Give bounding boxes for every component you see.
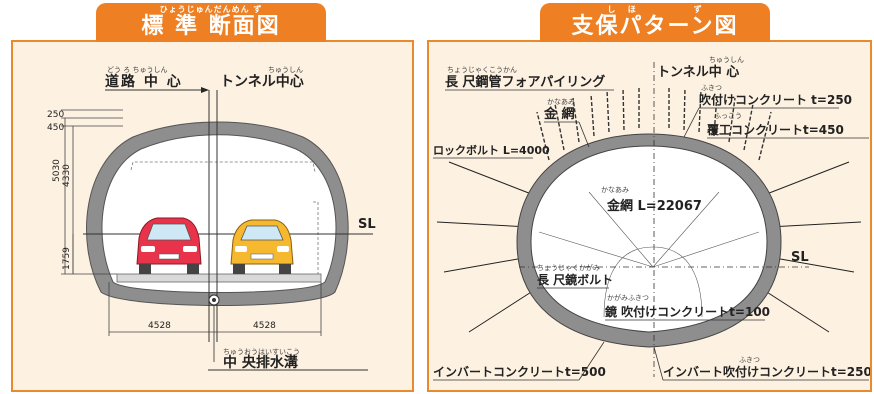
drain-label: 中 央排水溝 — [223, 354, 298, 371]
wire-mesh-label: 金 網 — [543, 106, 575, 122]
dim-4330: 4330 — [62, 164, 72, 187]
invert-shotcrete-ruby: ふきつ — [739, 356, 760, 364]
dim-width-left: 4528 — [148, 321, 171, 331]
shotcrete-label: 吹付けコンクリート t=250 — [699, 92, 852, 107]
dim-5030: 5030 — [52, 159, 62, 182]
sl-label: SL — [358, 217, 376, 232]
face-shotcrete-ruby: かがみふきつ — [607, 293, 649, 302]
support-title-ruby-3: ず — [693, 5, 703, 14]
dim-width-right: 4528 — [253, 321, 276, 331]
invert-label: インバートコンクリートt=500 — [433, 365, 606, 379]
tunnel-lining-inner — [101, 134, 337, 293]
support-pattern-diagram: SL ちょうじゃくこうかん 長 尺鋼管フォアパイリング ちゅうしん トンネル中 … — [433, 56, 870, 381]
forepiling-pipes — [536, 86, 772, 161]
support-pattern-title: 支保パターン図 — [571, 14, 739, 39]
standard-section-diagram: SL 250 450 5030 4330 1759 4528 4528 ど — [47, 66, 376, 371]
steel-pipe-ruby: ちょうじゃくこうかん — [447, 66, 517, 74]
road-center-label: 道路 中 心 — [105, 73, 183, 90]
roadway-slab — [116, 273, 322, 283]
support-sl-label: SL — [791, 250, 809, 265]
dim-250: 250 — [47, 110, 64, 120]
support-tunnel-center-ruby: ちゅうしん — [709, 56, 744, 64]
mesh-length-label: 金網 L=22067 — [606, 198, 702, 214]
rock-bolts — [436, 161, 862, 333]
lining-label: 覆工コンクリートt=450 — [706, 123, 844, 137]
long-bolt-label: 長 尺鏡ボルト — [537, 272, 613, 287]
standard-section-title: 標 準 断面図 — [141, 14, 281, 39]
tunnel-center-label: トンネル中心 — [220, 73, 304, 90]
rock-bolt-label: ロックボルト L=4000 — [433, 143, 550, 157]
face-shotcrete-label: 鏡 吹付けコンクリートt=100 — [604, 304, 770, 319]
support-pattern-title-tab: し ほ ず 支保パターン図 — [540, 3, 770, 42]
mesh-length-ruby: かなあみ — [601, 186, 629, 194]
invert-shotcrete-label: インバート吹付けコンクリートt=250 — [663, 364, 870, 379]
standard-section-title-tab: ひょうじゅんだんめん ず 標 準 断面図 — [96, 3, 326, 42]
road-center-ruby: どう ろ ちゅうしん — [107, 66, 167, 74]
support-title-ruby-2: ほ — [627, 5, 637, 14]
support-title-ruby-1: し — [607, 5, 617, 14]
tunnel-center-ruby: ちゅうしん — [268, 66, 303, 74]
long-bolt-ruby: ちょうじゃくかがみ — [537, 263, 600, 272]
standard-section-title-ruby: ひょうじゅんだんめん ず — [159, 5, 263, 14]
shotcrete-ruby: ふきつ — [701, 84, 722, 92]
yellow-car — [230, 219, 294, 274]
wire-mesh-ruby: かなあみ — [547, 98, 575, 106]
red-car — [136, 217, 202, 274]
steel-pipe-label: 長 尺鋼管フォアパイリング — [445, 74, 605, 90]
drain-ruby: ちゅうおうはいすいこう — [223, 348, 300, 356]
dim-450: 450 — [47, 123, 64, 133]
lining-ruby: ふっこう — [714, 112, 742, 120]
support-lining-inner — [530, 145, 768, 333]
dim-1759: 1759 — [62, 247, 72, 270]
support-tunnel-center-label: トンネル中 心 — [657, 64, 739, 80]
